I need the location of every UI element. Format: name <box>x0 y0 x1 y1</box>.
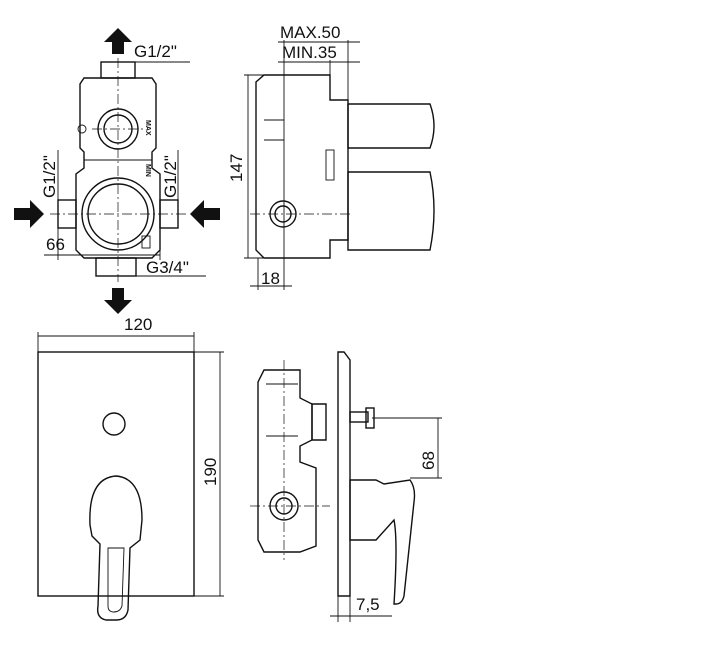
max-stamp: MAX <box>144 120 151 136</box>
assembly-body <box>257 369 317 553</box>
body-side-view <box>244 40 435 290</box>
body-width-label: 66 <box>46 235 65 254</box>
body-height-label: 147 <box>227 154 246 182</box>
min-stamp: MIN <box>144 164 151 177</box>
arrow-up-icon <box>104 28 132 54</box>
plate-edge <box>337 351 351 597</box>
arrow-down-icon <box>104 288 132 314</box>
upper-valve <box>311 403 327 441</box>
min-depth-label: MIN.35 <box>282 43 337 62</box>
right-inlet-thread-label: G1/2" <box>161 155 180 198</box>
offset-label: 68 <box>419 451 438 470</box>
left-inlet-thread-label: G1/2" <box>40 155 59 198</box>
diverter-knob <box>102 412 126 436</box>
body-outline <box>75 77 161 259</box>
side-diverter-stem <box>349 411 369 423</box>
lever-handle <box>89 475 143 621</box>
bottom-outlet-thread-label: G3/4" <box>146 258 189 277</box>
arrow-left-icon <box>190 200 220 228</box>
lever-inner <box>107 547 125 613</box>
upper-cartridge <box>347 103 435 149</box>
bottom-outlet-stub <box>95 257 137 277</box>
side-lever <box>349 479 416 605</box>
plate-width-label: 120 <box>124 315 152 334</box>
lower-cartridge <box>347 171 435 251</box>
arrow-right-icon <box>14 200 44 228</box>
plate-height-label: 190 <box>201 458 220 486</box>
plate-front-view <box>37 332 224 621</box>
side-body-outline <box>255 74 349 259</box>
top-outlet-thread-label: G1/2" <box>134 42 177 61</box>
body-front-view: MAX MIN <box>14 28 220 314</box>
cover-plate <box>37 351 195 597</box>
mount-hole-left <box>77 124 87 134</box>
body-depth-label: 18 <box>261 269 280 288</box>
plate-thickness-label: 7,5 <box>356 595 380 614</box>
assembly-side-view <box>250 351 442 622</box>
side-clip <box>325 149 335 181</box>
max-depth-label: MAX.50 <box>280 23 340 42</box>
drain-plug <box>141 235 151 249</box>
